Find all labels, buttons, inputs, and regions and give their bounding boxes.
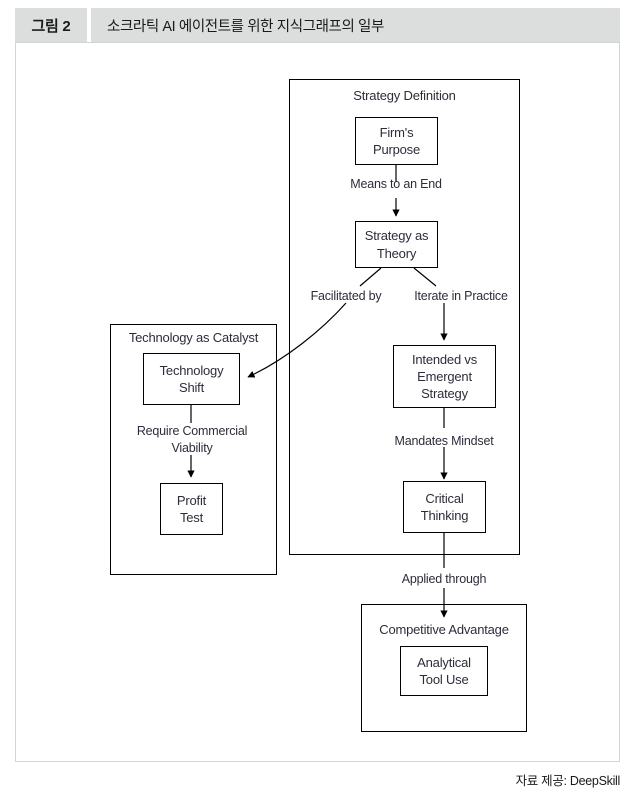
edge-label-iterate-in-practice: Iterate in Practice bbox=[414, 289, 508, 303]
edge-label-means-to-an-end: Means to an End bbox=[350, 177, 442, 191]
edge-label-require-commercial-viability: Require Commercial Viability bbox=[136, 424, 248, 455]
edge-label-applied-through: Applied through bbox=[401, 572, 487, 586]
cluster-label-technology-as-catalyst: Technology as Catalyst bbox=[128, 330, 259, 345]
figure-number-cell: 그림 2 bbox=[15, 8, 87, 42]
node-profit-test[interactable]: Profit Test bbox=[160, 483, 223, 535]
edge-label-facilitated-by: Facilitated by bbox=[310, 289, 382, 303]
cluster-label-strategy-definition: Strategy Definition bbox=[353, 88, 456, 103]
source-credit: 자료 제공: DeepSkill bbox=[515, 774, 621, 788]
edge-label-mandates-mindset: Mandates Mindset bbox=[394, 434, 494, 448]
node-critical-thinking[interactable]: Critical Thinking bbox=[403, 481, 486, 533]
figure-number-label: 그림 2 bbox=[31, 17, 71, 35]
cluster-technology-as-catalyst bbox=[110, 324, 277, 575]
node-strategy-as-theory[interactable]: Strategy as Theory bbox=[355, 221, 438, 268]
page-title: 소크라틱 AI 에이전트를 위한 지식그래프의 일부 bbox=[107, 18, 384, 35]
figure-header: 그림 2 소크라틱 AI 에이전트를 위한 지식그래프의 일부 bbox=[15, 8, 620, 42]
node-technology-shift[interactable]: Technology Shift bbox=[143, 353, 240, 405]
node-analytical-tool-use[interactable]: Analytical Tool Use bbox=[400, 646, 488, 696]
node-intended-vs-emergent-strategy[interactable]: Intended vs Emergent Strategy bbox=[393, 345, 496, 408]
node-firms-purpose[interactable]: Firm's Purpose bbox=[355, 117, 438, 165]
cluster-label-competitive-advantage: Competitive Advantage bbox=[379, 622, 509, 637]
figure-title-cell: 소크라틱 AI 에이전트를 위한 지식그래프의 일부 bbox=[91, 8, 620, 42]
